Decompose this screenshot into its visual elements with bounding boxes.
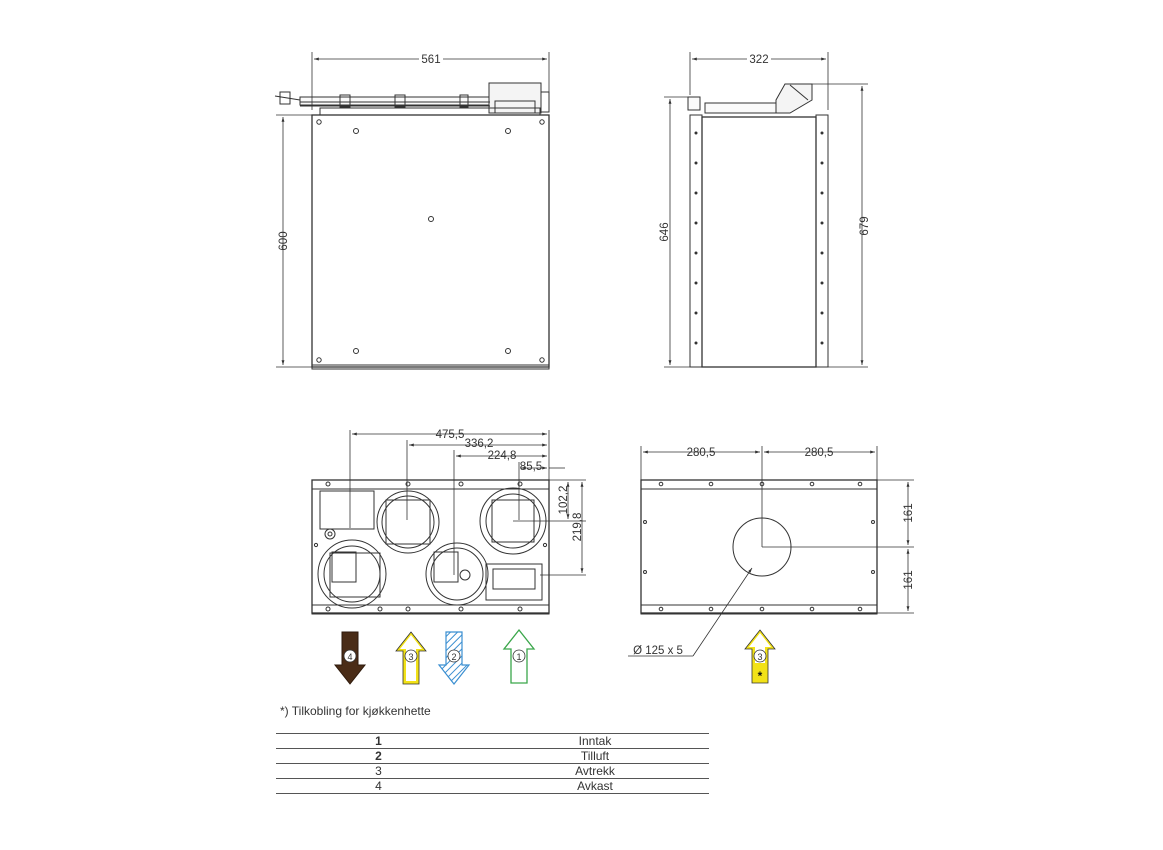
side-width-label: 322 bbox=[749, 54, 768, 66]
arrow-4-avkast: 4 bbox=[333, 631, 367, 685]
top-view bbox=[311, 479, 550, 615]
arrow-2-number: 2 bbox=[451, 652, 456, 662]
arrow-3-kitchen-number: 3 bbox=[757, 652, 762, 662]
arrow-4-number: 4 bbox=[347, 652, 352, 662]
legend-number: 3 bbox=[276, 763, 481, 779]
front-width-label: 561 bbox=[421, 54, 440, 66]
legend-label: Avkast bbox=[481, 778, 709, 794]
legend-row: 3 Avtrekk bbox=[276, 763, 709, 779]
top-view-dimensions bbox=[349, 430, 586, 576]
arrow-3-kitchen-mark: * bbox=[758, 669, 763, 683]
top-dim-102: 102,2 bbox=[558, 486, 570, 515]
top-dim-224: 224,8 bbox=[488, 450, 517, 462]
legend-label: Tilluft bbox=[481, 748, 709, 764]
arrow-3-kitchen: 3 * bbox=[744, 629, 776, 684]
arrow-3-number: 3 bbox=[408, 652, 413, 662]
arrow-2-tilluft: 2 bbox=[437, 631, 471, 685]
side-height-total-label: 679 bbox=[859, 216, 871, 235]
top-dim-336: 336,2 bbox=[465, 438, 494, 450]
legend-table: 1 Inntak 2 Tilluft 3 Avtrekk 4 Avkast bbox=[276, 733, 709, 794]
rear-dim-right: 280,5 bbox=[805, 447, 834, 459]
front-height-label: 600 bbox=[278, 231, 290, 250]
arrow-1-inntak: 1 bbox=[502, 628, 536, 684]
diameter-label: Ø 125 x 5 bbox=[633, 645, 683, 657]
legend-number: 2 bbox=[276, 748, 481, 764]
kitchen-hood-note: *) Tilkobling for kjøkkenhette bbox=[280, 704, 431, 718]
side-view bbox=[687, 83, 829, 368]
arrow-3-avtrekk: 3 bbox=[395, 631, 427, 685]
legend-number: 1 bbox=[276, 733, 481, 749]
rear-dim-v2: 161 bbox=[903, 570, 915, 589]
top-dim-219: 219,8 bbox=[572, 513, 584, 542]
legend-row: 2 Tilluft bbox=[276, 748, 709, 764]
front-view bbox=[274, 82, 550, 370]
rear-view-dimensions bbox=[628, 446, 914, 657]
legend-number: 4 bbox=[276, 778, 481, 794]
legend-row: 1 Inntak bbox=[276, 733, 709, 749]
rear-dim-left: 280,5 bbox=[687, 447, 716, 459]
rear-dim-v1: 161 bbox=[903, 503, 915, 522]
top-dim-475: 475,5 bbox=[436, 429, 465, 441]
top-dim-85: 85,5 bbox=[520, 461, 542, 473]
legend-label: Inntak bbox=[481, 733, 709, 749]
arrow-1-number: 1 bbox=[516, 652, 521, 662]
legend-row: 4 Avkast bbox=[276, 778, 709, 794]
legend-label: Avtrekk bbox=[481, 763, 709, 779]
side-height-body-label: 646 bbox=[659, 222, 671, 241]
